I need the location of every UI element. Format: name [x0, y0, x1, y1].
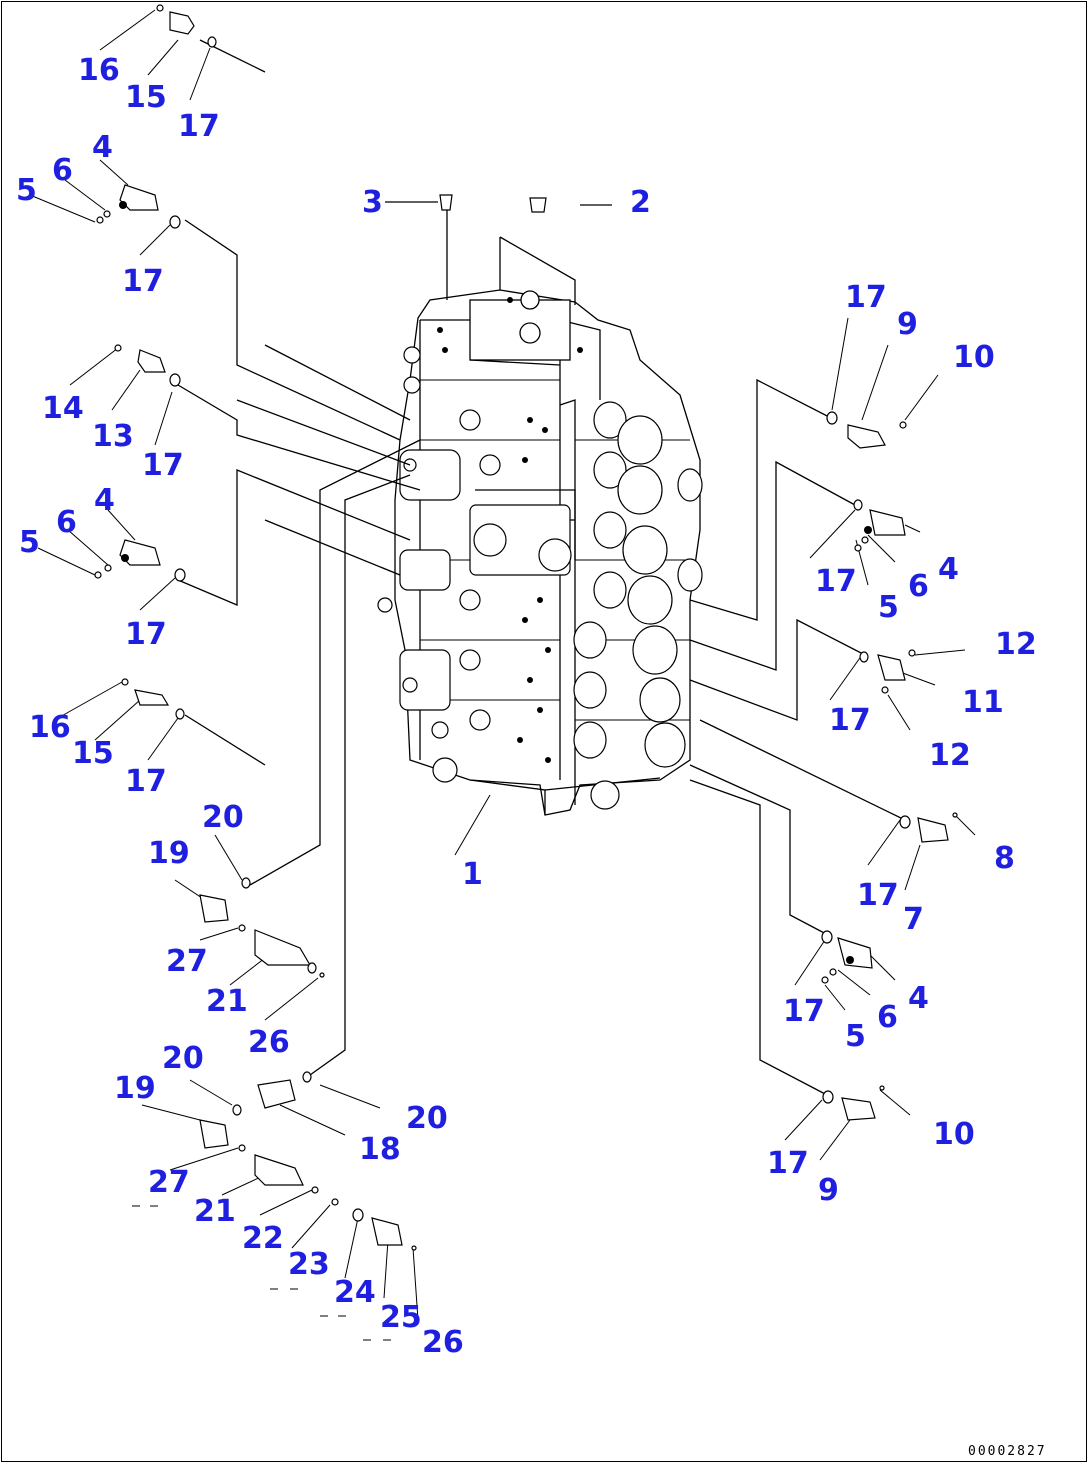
part-label: 12 — [929, 738, 971, 773]
part-label: 5 — [19, 525, 40, 560]
part-label: 12 — [995, 627, 1037, 662]
part-label: 4 — [92, 130, 113, 165]
part-label: 17 — [815, 564, 857, 599]
part-label: 17 — [178, 109, 220, 144]
part-label: 23 — [288, 1247, 330, 1282]
part-label: 17 — [142, 448, 184, 483]
part-label: 6 — [52, 153, 73, 188]
part-label: 11 — [962, 685, 1004, 720]
part-label: 3 — [362, 185, 383, 220]
part-label: 25 — [380, 1300, 422, 1335]
part-label: 17 — [125, 617, 167, 652]
part-label: 17 — [829, 703, 871, 738]
part-label: 4 — [94, 483, 115, 518]
small-parts — [94, 4, 958, 1251]
part-label: 24 — [334, 1275, 376, 1310]
part-label: 6 — [56, 505, 77, 540]
part-label: 16 — [78, 53, 120, 88]
part-label: 15 — [72, 736, 114, 771]
part-label: 13 — [92, 419, 134, 454]
part-label: 15 — [125, 80, 167, 115]
dash-marks — [132, 1205, 391, 1341]
part-label: 18 — [359, 1132, 401, 1167]
part-label: 17 — [767, 1146, 809, 1181]
part-label: 21 — [194, 1194, 236, 1229]
part-label: 8 — [994, 841, 1015, 876]
part-label: 6 — [877, 1000, 898, 1035]
part-label: 9 — [818, 1173, 839, 1208]
part-label: 17 — [122, 264, 164, 299]
part-label: 26 — [422, 1325, 464, 1360]
part-label: 5 — [878, 590, 899, 625]
part-label: 20 — [162, 1041, 204, 1076]
part-label: 1 — [462, 857, 483, 892]
part-label: 16 — [29, 710, 71, 745]
part-label: 5 — [16, 173, 37, 208]
part-label: 27 — [166, 944, 208, 979]
part-label: 14 — [42, 391, 84, 426]
part-label: 5 — [845, 1019, 866, 1054]
part-label: 22 — [242, 1221, 284, 1256]
document-code: 00002827 — [968, 1444, 1047, 1459]
part-labels: 16 15 17 4 6 5 17 14 13 17 5 6 4 17 16 1… — [16, 53, 1037, 1360]
part-label: 2 — [630, 185, 651, 220]
control-valve-assembly — [377, 289, 703, 816]
part-label: 26 — [248, 1025, 290, 1060]
part-label: 17 — [845, 280, 887, 315]
part-label: 7 — [903, 902, 924, 937]
part-label: 6 — [908, 569, 929, 604]
part-label: 19 — [114, 1071, 156, 1106]
part-label: 27 — [148, 1165, 190, 1200]
part-label: 4 — [908, 981, 929, 1016]
part-label: 20 — [406, 1101, 448, 1136]
part-label: 9 — [897, 307, 918, 342]
part-label: 17 — [857, 878, 899, 913]
part-label: 19 — [148, 836, 190, 871]
part-label: 17 — [125, 764, 167, 799]
part-label: 10 — [953, 340, 995, 375]
part-label: 17 — [783, 994, 825, 1029]
part-label: 10 — [933, 1117, 975, 1152]
part-label: 21 — [206, 984, 248, 1019]
part-label: 20 — [202, 800, 244, 835]
part-label: 4 — [938, 552, 959, 587]
